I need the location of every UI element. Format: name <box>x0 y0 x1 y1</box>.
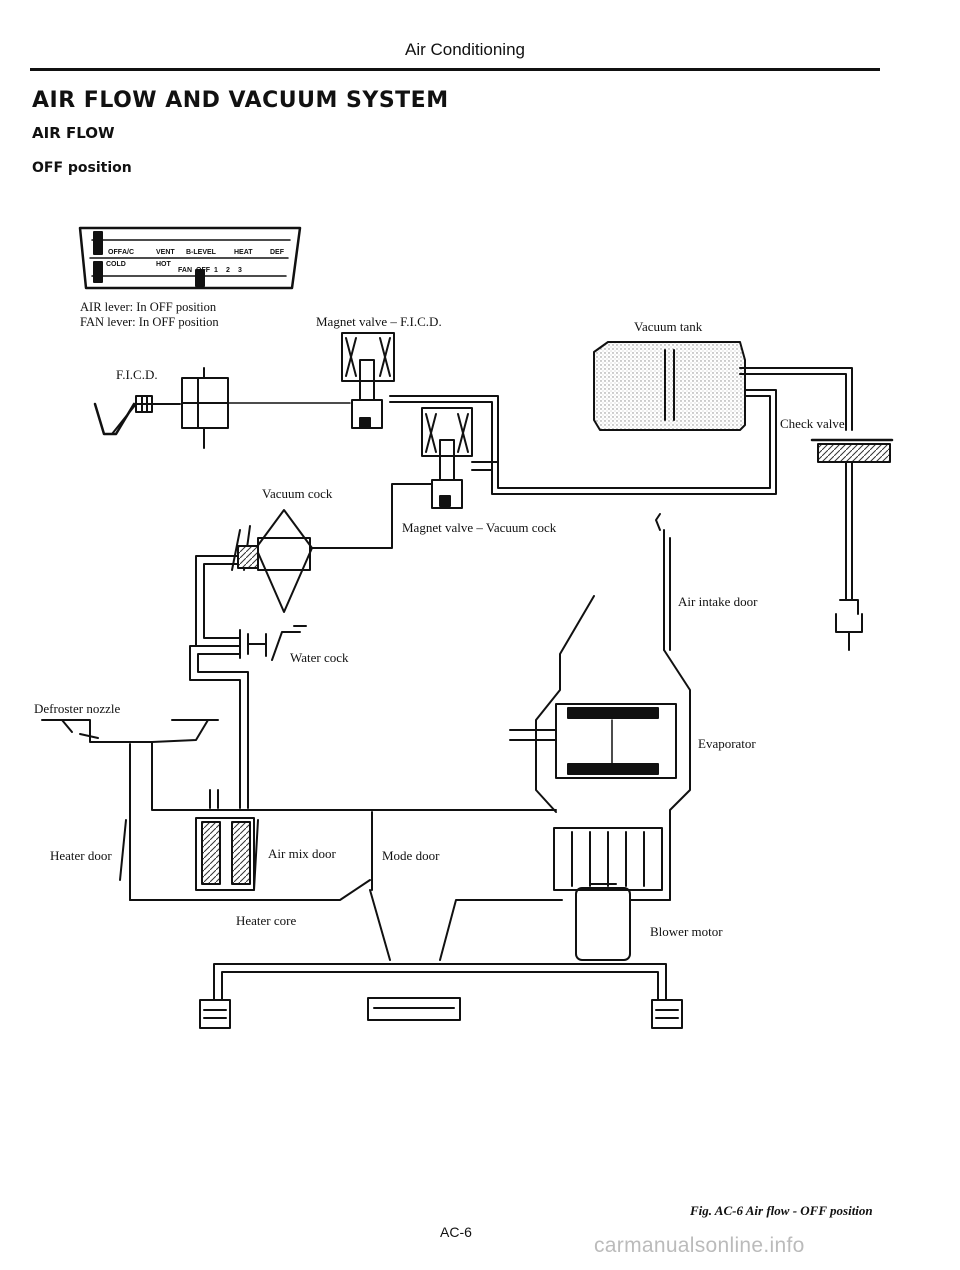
label-defroster-nozzle: Defroster nozzle <box>34 701 121 716</box>
label-vacuum-cock: Vacuum cock <box>262 486 333 501</box>
temp-lever-knob <box>93 261 103 283</box>
label-heater-door: Heater door <box>50 848 112 863</box>
page-title: AIR FLOW AND VACUUM SYSTEM <box>32 88 449 113</box>
panel-air-scale-label: VENT <box>156 249 175 256</box>
label-mode-door: Mode door <box>382 848 440 863</box>
panel-fan-scale-label: FAN <box>178 267 192 274</box>
ficd-actuator <box>93 367 351 449</box>
floor-ducts <box>199 963 683 1029</box>
panel-temp-scale-label: HOT <box>156 261 172 268</box>
header-rule <box>30 68 880 71</box>
fan-lever-knob <box>195 269 205 287</box>
water-cock <box>189 625 307 809</box>
label-air-intake-door: Air intake door <box>678 594 758 609</box>
panel-air-scale-label: HEAT <box>234 249 253 256</box>
control-panel <box>78 226 302 290</box>
label-evaporator: Evaporator <box>698 736 756 751</box>
vacuum-tank <box>593 341 853 431</box>
air-lever-status: AIR lever: In OFF position <box>80 300 217 314</box>
magnet-valve-vacuum-cock <box>309 389 777 549</box>
label-ficd: F.I.C.D. <box>116 367 158 382</box>
section-header: Air Conditioning <box>404 40 525 59</box>
magnet-valve-ficd <box>341 332 499 479</box>
page-number: AC-6 <box>440 1224 472 1240</box>
label-magnet-valve-ficd: Magnet valve – F.I.C.D. <box>316 314 442 329</box>
panel-air-scale-label: DEF <box>270 249 285 256</box>
position-subtitle: OFF position <box>32 160 132 176</box>
section-subtitle: AIR FLOW <box>32 124 115 142</box>
panel-air-scale-label: B-LEVEL <box>186 249 217 256</box>
air-lever-knob <box>93 231 103 255</box>
label-water-cock: Water cock <box>290 650 349 665</box>
label-magnet-valve-vacuum-cock: Magnet valve – Vacuum cock <box>402 520 557 535</box>
panel-air-scale-label: OFF <box>108 249 123 256</box>
figure-caption: Fig. AC-6 Air flow - OFF position <box>690 1203 873 1218</box>
label-vacuum-tank: Vacuum tank <box>634 319 703 334</box>
label-heater-core: Heater core <box>236 913 297 928</box>
panel-fan-scale-label: 1 <box>214 267 218 274</box>
evaporator-housing <box>509 513 691 901</box>
label-air-mix-door: Air mix door <box>268 846 336 861</box>
vacuum-cock <box>195 509 313 647</box>
lever-status: AIR lever: In OFF position FAN lever: In… <box>80 300 219 330</box>
defroster-nozzle <box>41 719 557 901</box>
label-check-valve: Check valve <box>780 416 845 431</box>
watermark: carmanualsonline.info <box>594 1234 805 1257</box>
panel-fan-scale-label: 2 <box>226 267 230 274</box>
blower <box>439 827 671 961</box>
fan-lever-status: FAN lever: In OFF position <box>80 315 219 329</box>
panel-temp-scale-label: COLD <box>106 261 126 268</box>
label-blower-motor: Blower motor <box>650 924 723 939</box>
panel-fan-scale-label: OFF <box>196 267 211 274</box>
panel-fan-scale-label: 3 <box>238 267 242 274</box>
heater-section <box>119 789 391 961</box>
check-valve <box>810 438 894 651</box>
panel-air-scale-label: A/C <box>122 249 134 256</box>
